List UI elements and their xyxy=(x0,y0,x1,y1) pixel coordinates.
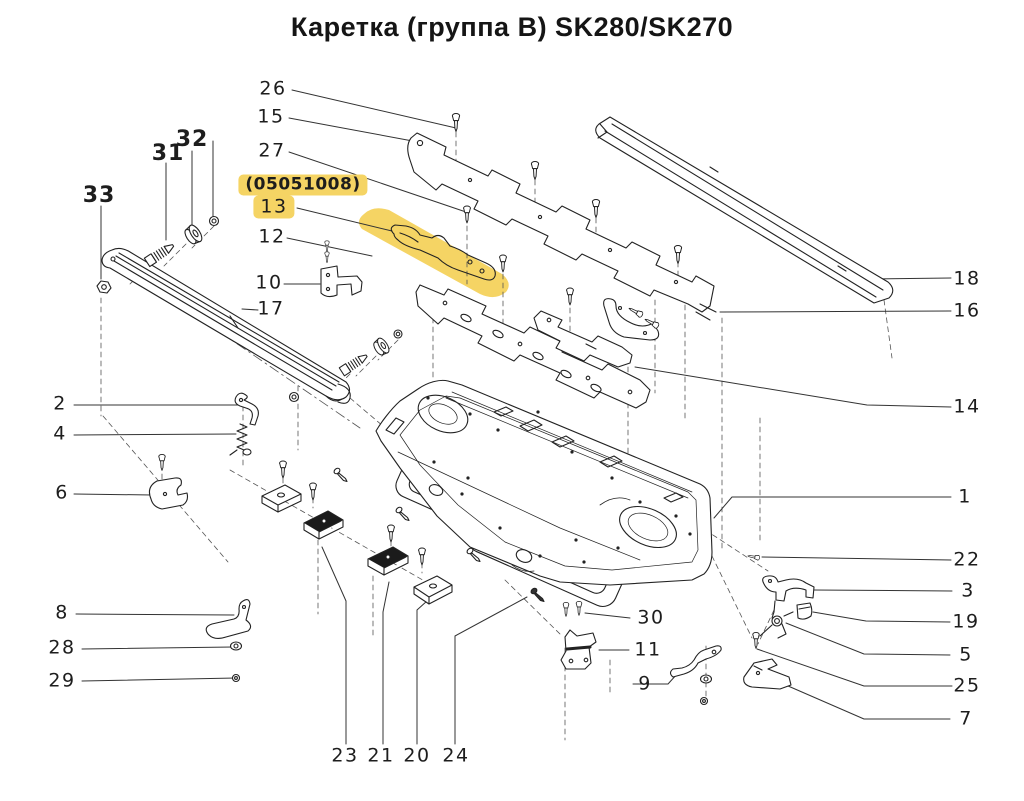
part-label-29: 29 xyxy=(48,669,76,692)
lever-9 xyxy=(669,645,722,706)
part-label-25: 25 xyxy=(953,674,981,697)
part-label-19: 19 xyxy=(952,610,980,633)
part-13-plate xyxy=(390,224,496,281)
part-label-14: 14 xyxy=(953,395,981,418)
block-row xyxy=(261,460,453,605)
roller-assembly xyxy=(288,329,403,403)
lever-8 xyxy=(205,599,252,683)
part-label-21: 21 xyxy=(367,744,395,767)
strip-12 xyxy=(415,284,651,409)
strip-15 xyxy=(407,132,717,321)
part-label-1: 1 xyxy=(958,485,972,508)
part-label-8: 8 xyxy=(55,601,69,624)
base-plate xyxy=(375,379,713,608)
part-label-13: 13 xyxy=(253,195,295,219)
part-label-24: 24 xyxy=(442,744,470,767)
bracket-11 xyxy=(560,601,597,670)
rail-17 xyxy=(101,247,351,404)
part-label-20: 20 xyxy=(403,744,431,767)
part-label-18: 18 xyxy=(953,267,981,290)
pulley-32 xyxy=(181,215,220,248)
bracket-10 xyxy=(320,240,363,298)
part-label-7: 7 xyxy=(959,707,973,730)
part-label-05051008: (05051008) xyxy=(238,174,368,196)
part-label-32: 32 xyxy=(175,127,209,152)
plate-6 xyxy=(148,454,189,510)
part-label-27: 27 xyxy=(258,139,286,162)
lever-2-spring-4 xyxy=(229,392,259,456)
part-label-11: 11 xyxy=(634,638,662,661)
part-label-16: 16 xyxy=(953,299,981,322)
highlight-swipe xyxy=(358,208,509,298)
part-label-23: 23 xyxy=(331,744,359,767)
leader-lines xyxy=(73,89,953,745)
part-label-17: 17 xyxy=(257,297,285,320)
part-label-3: 3 xyxy=(961,579,975,602)
rail-18 xyxy=(595,116,894,304)
part-label-26: 26 xyxy=(259,77,287,100)
part-label-10: 10 xyxy=(255,271,283,294)
nut-33 xyxy=(96,280,112,294)
bolt-31 xyxy=(143,240,177,268)
part-label-33: 33 xyxy=(82,183,116,208)
part-label-30: 30 xyxy=(637,606,665,629)
part-label-15: 15 xyxy=(257,105,285,128)
part-label-31: 31 xyxy=(151,141,185,166)
part-label-5: 5 xyxy=(959,643,973,666)
part-label-4: 4 xyxy=(53,422,67,445)
part-label-9: 9 xyxy=(638,672,652,695)
guide-lines xyxy=(100,131,893,741)
part-label-28: 28 xyxy=(48,636,76,659)
strip-14 xyxy=(533,310,633,368)
bracket-16 xyxy=(603,298,661,341)
page-title: Каретка (группа B) SK280/SK270 xyxy=(290,12,734,42)
part-label-2: 2 xyxy=(53,392,67,415)
part-label-12: 12 xyxy=(258,225,286,248)
part-label-6: 6 xyxy=(55,481,69,504)
part-label-22: 22 xyxy=(953,548,981,571)
right-cluster xyxy=(743,553,815,690)
